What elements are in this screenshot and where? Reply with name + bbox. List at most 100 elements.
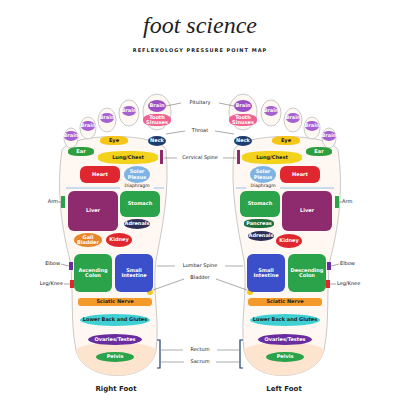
callout-label: Lumbar Spine (175, 263, 225, 269)
reflex-zone: Ear (306, 147, 332, 156)
zone-label: Lung/Chest (256, 155, 288, 160)
zone-label: Brain (264, 108, 279, 113)
reflex-zone: Ovaries/Testes (88, 334, 142, 345)
callout-label: Leg/Knee (30, 281, 63, 287)
zone-label: Small Intestine (248, 268, 284, 279)
zone-label: Small Intestine (116, 268, 152, 279)
zone-label: Ear (314, 149, 323, 154)
reflex-zone: Pelvis (266, 352, 304, 362)
callout-label: Cervical Spine (175, 155, 225, 161)
zone-label: Lower Back and Glutes (83, 317, 147, 322)
reflex-zone: Lower Back and Glutes (250, 314, 320, 326)
reflex-zone: Pelvis (96, 352, 134, 362)
reflex-zone: Small Intestine (115, 254, 153, 292)
zone-label: Solar Plexus (251, 169, 275, 180)
reflex-zone: Small Intestine (247, 254, 285, 292)
zone-label: Eye (281, 138, 291, 143)
reflex-zone: Tooth Sinuses (229, 114, 257, 127)
zone-label: Pancreas (246, 221, 272, 226)
reflex-zone: Sciatic Nerve (78, 298, 152, 306)
reflex-zone: Eye (100, 136, 128, 145)
zone-label: Lower Back and Glutes (253, 317, 317, 322)
reflex-zone: Ovaries/Testes (258, 334, 312, 345)
zone-label: Brain (286, 115, 301, 120)
zone-label: Brain (322, 133, 337, 138)
callout-label: Rectum (180, 347, 220, 353)
zone-label: Ear (76, 149, 85, 154)
subtitle: REFLEXOLOGY PRESSURE POINT MAP (0, 48, 400, 54)
callout-label: Throat (180, 128, 220, 134)
zone-label: Heart (92, 172, 108, 177)
zone-label: Brain (81, 123, 96, 128)
zone-label: Lung/Chest (112, 155, 144, 160)
zone-label: Liver (300, 208, 314, 213)
reflex-zone: Descending Colon (288, 254, 326, 292)
reflex-zone: Lower Back and Glutes (80, 314, 150, 326)
reflex-zone: Kidney (276, 234, 302, 248)
reflex-zone: Kidney (106, 233, 132, 247)
reflex-zone: Brain (264, 106, 278, 116)
reflex-zone: Brain (234, 100, 252, 112)
callout-label: Elbow (340, 261, 366, 267)
zone-label: Kidney (109, 237, 128, 242)
zone-label: Solar Plexus (125, 169, 149, 180)
callout-label: Pituitary (180, 100, 220, 106)
zone-label: Adrenals (125, 221, 150, 226)
callout-label: Sacrum (180, 359, 220, 365)
callout-label: Bladder (180, 275, 220, 281)
zone-label: Pelvis (277, 354, 294, 359)
foot-caption: Right Foot (86, 386, 146, 394)
reflex-zone: Lung/Chest (242, 151, 302, 164)
reflex-zone: Solar Plexus (124, 166, 150, 183)
zone-label: Eye (109, 138, 119, 143)
zone-label: Neck (236, 138, 250, 143)
reflex-zone: Sciatic Nerve (248, 298, 322, 306)
reflex-zone: Heart (280, 166, 320, 183)
callout-label: Diaphragm (246, 184, 280, 189)
reflex-zone: Pancreas (244, 219, 274, 228)
zone-label: Heart (292, 172, 308, 177)
zone-label: Ascending Colon (75, 268, 111, 279)
reflex-zone: Brain (286, 113, 300, 123)
reflex-zone: Ascending Colon (74, 254, 112, 292)
callout-label: Elbow (34, 261, 60, 267)
zone-label: Tooth Sinuses (230, 115, 256, 126)
zone-label: Descending Colon (289, 268, 325, 279)
reflex-zone: Lung/Chest (98, 151, 158, 164)
zone-label: Sciatic Nerve (96, 299, 133, 304)
reflex-zone: Brain (81, 121, 95, 131)
callout-label: Arm (342, 199, 356, 205)
reflex-zone: Brain (322, 131, 336, 141)
zone-label: Gall Bladder (75, 235, 101, 246)
reflex-zone: Brain (148, 100, 166, 112)
callout-label: Leg/Knee (337, 281, 370, 287)
reflex-zone: Brain (305, 121, 319, 131)
title: foot science (0, 12, 400, 38)
zone-label: Pelvis (107, 354, 124, 359)
zone-label: Brain (100, 115, 115, 120)
reflex-zone: Stomach (240, 191, 280, 217)
reflex-zone: Eye (272, 136, 300, 145)
reflex-zone: Brain (64, 131, 78, 141)
reflex-zone: Liver (282, 191, 332, 231)
reflex-zone: Heart (80, 166, 120, 183)
zone-label: Adrenals (249, 233, 274, 238)
zone-label: Brain (305, 123, 320, 128)
zone-label: Sciatic Nerve (266, 299, 303, 304)
zone-label: Brain (122, 108, 137, 113)
zone-label: Ovaries/Testes (264, 337, 305, 342)
reflex-zone: Ear (68, 147, 94, 156)
zone-label: Stomach (248, 201, 273, 206)
zone-label: Brain (150, 103, 165, 108)
reflex-zone: Stomach (120, 191, 160, 217)
zone-label: Kidney (279, 238, 298, 243)
reflex-zone: Neck (148, 136, 166, 146)
reflex-zone: Adrenals (248, 231, 274, 241)
zone-label: Ovaries/Testes (94, 337, 135, 342)
zone-label: Brain (64, 133, 79, 138)
reflex-zone: Adrenals (124, 219, 150, 229)
reflex-zone: Brain (122, 106, 136, 116)
foot-caption: Left Foot (254, 386, 314, 394)
